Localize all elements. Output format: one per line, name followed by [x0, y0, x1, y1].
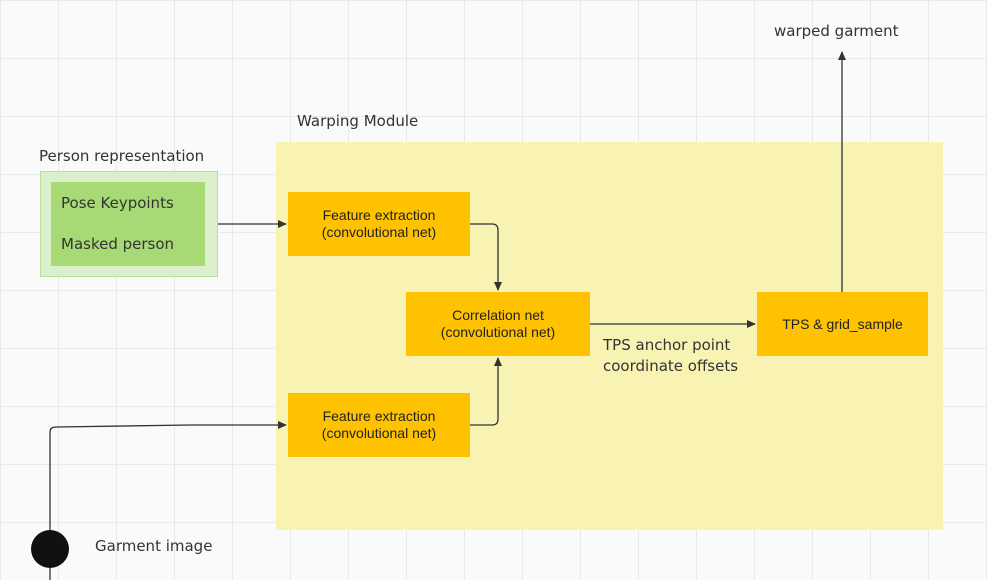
feature-extraction-top-line1: Feature extraction	[322, 207, 436, 223]
correlation-net-line1: Correlation net	[452, 307, 544, 323]
feature-extraction-bottom-line1: Feature extraction	[322, 408, 436, 424]
feature-extraction-bottom-box[interactable]: Feature extraction (convolutional net)	[288, 393, 470, 457]
feature-extraction-top-box[interactable]: Feature extraction (convolutional net)	[288, 192, 470, 256]
person-representation-inner: Pose Keypoints Masked person	[51, 182, 205, 266]
correlation-net-box[interactable]: Correlation net (convolutional net)	[406, 292, 590, 356]
warped-garment-label: warped garment	[774, 22, 899, 40]
garment-to-feature-arrow	[49, 421, 287, 580]
feature-top-to-correlation-arrow	[470, 223, 502, 291]
tps-offsets-line1: TPS anchor point	[603, 336, 731, 354]
tps-offsets-line2: coordinate offsets	[603, 357, 739, 375]
masked-person-item: Masked person	[61, 235, 175, 253]
person-representation-label: Person representation	[39, 147, 205, 165]
garment-image-label: Garment image	[95, 537, 213, 555]
tps-grid-sample-box[interactable]: TPS & grid_sample	[757, 292, 928, 356]
tps-grid-sample-line1: TPS & grid_sample	[782, 315, 903, 332]
warping-module-label: Warping Module	[297, 112, 419, 130]
feature-extraction-bottom-line2: (convolutional net)	[321, 425, 437, 441]
tps-offsets-label: TPS anchor point coordinate offsets	[603, 335, 738, 377]
correlation-net-line2: (convolutional net)	[440, 324, 556, 340]
pose-keypoints-item: Pose Keypoints	[61, 194, 174, 212]
feature-bottom-to-correlation-arrow	[470, 357, 502, 426]
garment-image-node[interactable]	[31, 530, 69, 568]
feature-extraction-top-line2: (convolutional net)	[321, 224, 437, 240]
